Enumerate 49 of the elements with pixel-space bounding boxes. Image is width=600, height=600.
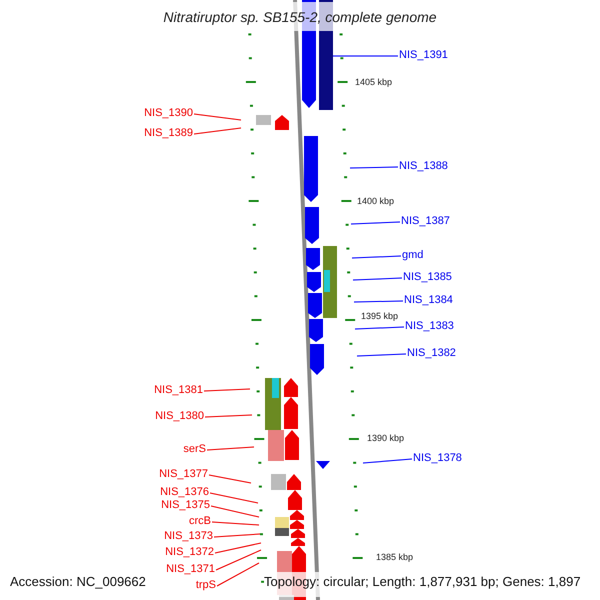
leader-line bbox=[350, 222, 400, 224]
leader-line bbox=[354, 326, 404, 330]
scale-label: 1395 kbp bbox=[361, 311, 398, 321]
leader-line bbox=[208, 474, 252, 484]
leader-line bbox=[216, 550, 262, 570]
gene-label: NIS_1373 bbox=[164, 530, 213, 542]
leader-line bbox=[352, 256, 402, 258]
gene-label: NIS_1383 bbox=[405, 320, 454, 332]
gene-label: trpS bbox=[196, 579, 216, 591]
leader-line bbox=[216, 562, 260, 586]
gene-label: NIS_1377 bbox=[159, 468, 208, 480]
leader-line bbox=[206, 446, 254, 450]
gene-label: NIS_1390 bbox=[144, 107, 193, 119]
scale-label: 1400 kbp bbox=[357, 196, 394, 206]
leader-line bbox=[214, 542, 262, 554]
leader-line bbox=[194, 114, 242, 120]
leader-line bbox=[352, 278, 402, 280]
scale-label: 1385 kbp bbox=[376, 552, 414, 562]
leader-line bbox=[356, 354, 406, 356]
gene-label: NIS_1380 bbox=[155, 410, 204, 422]
leader-line bbox=[210, 506, 260, 518]
scale-label: 1405 kbp bbox=[355, 77, 392, 87]
gene-label: NIS_1384 bbox=[404, 294, 453, 306]
leader-line bbox=[354, 300, 404, 302]
gene-label: NIS_1376 bbox=[160, 486, 209, 498]
leader-line bbox=[194, 128, 242, 134]
leader-line bbox=[204, 414, 252, 418]
leader-line bbox=[350, 166, 398, 168]
gene-label: NIS_1381 bbox=[154, 384, 203, 396]
gene-label: NIS_1389 bbox=[144, 127, 193, 139]
gene-label: crcB bbox=[189, 515, 211, 527]
gene-label: NIS_1371 bbox=[166, 563, 215, 575]
leader-line bbox=[212, 522, 260, 526]
gene-label: NIS_1375 bbox=[161, 499, 210, 511]
footer-text: Topology: circular; Length: 1,877,931 bp; Genes: 1,897 bbox=[264, 572, 581, 597]
leader-line bbox=[210, 492, 258, 504]
gene-label: gmd bbox=[402, 249, 424, 261]
gene-label: NIS_1391 bbox=[399, 49, 448, 61]
gene-label: NIS_1372 bbox=[165, 546, 214, 558]
leader-line bbox=[214, 534, 260, 538]
leader-line bbox=[362, 458, 412, 464]
gene-label: NIS_1387 bbox=[401, 215, 450, 227]
leader-line bbox=[204, 388, 250, 392]
gene-label: NIS_1378 bbox=[413, 452, 462, 464]
gene-label: NIS_1388 bbox=[399, 160, 448, 172]
scale-label: 1390 kbp bbox=[367, 433, 404, 443]
gene-label: NIS_1382 bbox=[407, 347, 456, 359]
gene-label: serS bbox=[183, 443, 206, 455]
gene-label: NIS_1385 bbox=[403, 271, 452, 283]
